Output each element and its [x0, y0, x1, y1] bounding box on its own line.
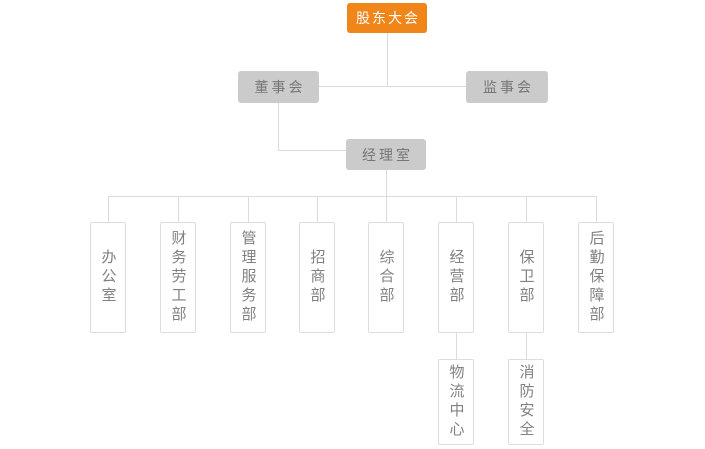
org-node-shareholders-meeting: 股东大会 — [347, 3, 427, 33]
org-node-supervisory-board: 监事会 — [466, 71, 548, 103]
org-node-sub-fire-safety: 消防安全 — [508, 359, 544, 445]
org-node-dept-management-service: 管理服务部 — [230, 222, 266, 333]
connector-directors-to-manager — [278, 103, 346, 151]
org-node-dept-general: 综合部 — [368, 222, 404, 333]
org-node-dept-security: 保卫部 — [508, 222, 544, 333]
org-node-dept-investment: 招商部 — [299, 222, 335, 333]
org-node-dept-operations: 经营部 — [438, 222, 474, 333]
org-node-board-of-directors: 董事会 — [238, 71, 319, 103]
org-node-sub-logistics-center: 物流中心 — [438, 359, 474, 445]
org-node-dept-logistics-support: 后勤保障部 — [578, 222, 614, 333]
org-node-dept-office: 办公室 — [90, 222, 126, 333]
org-node-dept-finance-labor: 财务劳工部 — [160, 222, 196, 333]
org-node-manager-office: 经理室 — [346, 139, 426, 170]
